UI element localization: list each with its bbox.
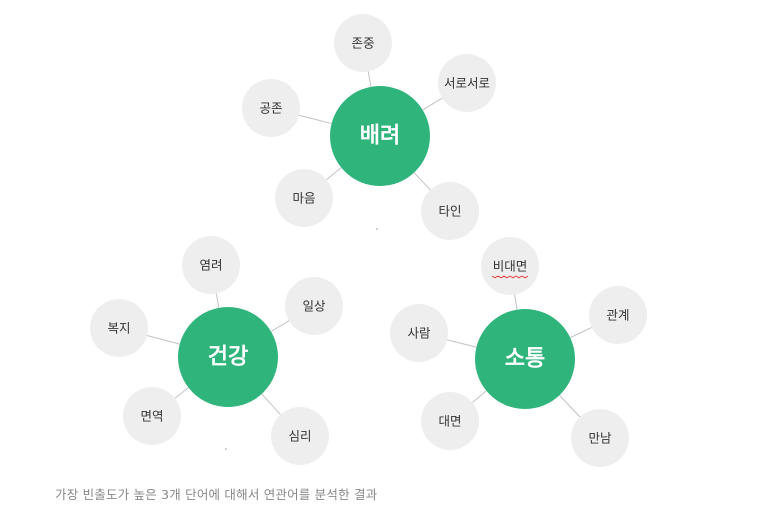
leaf-circle xyxy=(421,182,479,240)
leaf-node: 공존 xyxy=(242,79,300,137)
leaf-circle xyxy=(271,407,329,465)
hub-node: 배려 xyxy=(330,86,430,186)
leaf-label: 공존 xyxy=(259,101,282,116)
leaf-label: 만남 xyxy=(588,431,612,446)
hub-node: 건강 xyxy=(178,307,278,407)
connector-line xyxy=(569,326,592,339)
hub-label: 건강 xyxy=(208,345,248,370)
connector-line xyxy=(215,293,220,308)
hub-circle xyxy=(475,309,575,409)
leaf-label: 심리 xyxy=(288,429,311,444)
leaf-circle xyxy=(421,392,479,450)
leaf-label: 비대면 xyxy=(493,259,528,274)
connector-line xyxy=(146,334,180,345)
leaf-circle xyxy=(242,79,300,137)
leaf-label: 타인 xyxy=(438,204,461,219)
leaf-node: 사람 xyxy=(390,304,448,362)
leaf-node: 관계 xyxy=(589,286,647,344)
connector-line xyxy=(472,390,487,403)
connector-line xyxy=(326,167,342,181)
leaf-node: 염려 xyxy=(182,236,240,294)
leaf-circle xyxy=(182,236,240,294)
hub-circle xyxy=(330,86,430,186)
leaf-node: 심리 xyxy=(271,407,329,465)
connector-line xyxy=(559,394,581,418)
leaf-node: 일상 xyxy=(285,277,343,335)
hub-label: 소통 xyxy=(505,347,545,372)
leaf-label: 복지 xyxy=(107,321,130,336)
connector-line xyxy=(413,172,431,191)
leaf-circle xyxy=(334,14,392,72)
hub-label: 배려 xyxy=(360,124,400,149)
leaf-node: 복지 xyxy=(90,299,148,357)
leaf-circle xyxy=(571,409,629,467)
stray-dot xyxy=(225,448,227,450)
leaf-circle xyxy=(90,299,148,357)
connector-line xyxy=(298,114,332,125)
leaf-label: 존중 xyxy=(351,36,374,51)
leaf-node: 타인 xyxy=(421,182,479,240)
leaf-circle xyxy=(285,277,343,335)
leaf-label: 서로서로 xyxy=(444,76,490,91)
leaf-label: 대면 xyxy=(438,414,461,429)
leaf-circle xyxy=(481,237,539,295)
hub-circle xyxy=(178,307,278,407)
stray-dot xyxy=(376,228,378,230)
leaf-label: 관계 xyxy=(606,308,629,323)
connector-line xyxy=(174,387,189,399)
connector-line xyxy=(261,393,281,415)
connector-line xyxy=(270,320,290,332)
leaf-circle xyxy=(438,54,496,112)
leaf-label: 일상 xyxy=(302,299,326,314)
spellcheck-underline xyxy=(491,275,529,279)
leaf-node: 비대면 xyxy=(481,237,539,295)
leaf-label: 면역 xyxy=(140,409,163,424)
connector-line xyxy=(447,339,477,348)
leaf-circle xyxy=(123,387,181,445)
leaf-label: 사람 xyxy=(407,326,431,341)
leaf-node: 마음 xyxy=(275,169,333,227)
connector-line xyxy=(422,97,443,111)
leaf-circle xyxy=(275,169,333,227)
leaf-circle xyxy=(589,286,647,344)
hub-node: 소통 xyxy=(475,309,575,409)
connector-line xyxy=(514,294,518,310)
leaf-node: 서로서로 xyxy=(438,54,496,112)
connector-line xyxy=(367,71,372,87)
leaf-label: 염려 xyxy=(199,258,222,273)
leaf-label: 마음 xyxy=(292,191,315,206)
leaf-node: 면역 xyxy=(123,387,181,445)
leaf-node: 대면 xyxy=(421,392,479,450)
leaf-node: 존중 xyxy=(334,14,392,72)
leaf-node: 만남 xyxy=(571,409,629,467)
leaf-circle xyxy=(390,304,448,362)
figure-caption: 가장 빈출도가 높은 3개 단어에 대해서 연관어를 분석한 결과 xyxy=(55,487,378,502)
